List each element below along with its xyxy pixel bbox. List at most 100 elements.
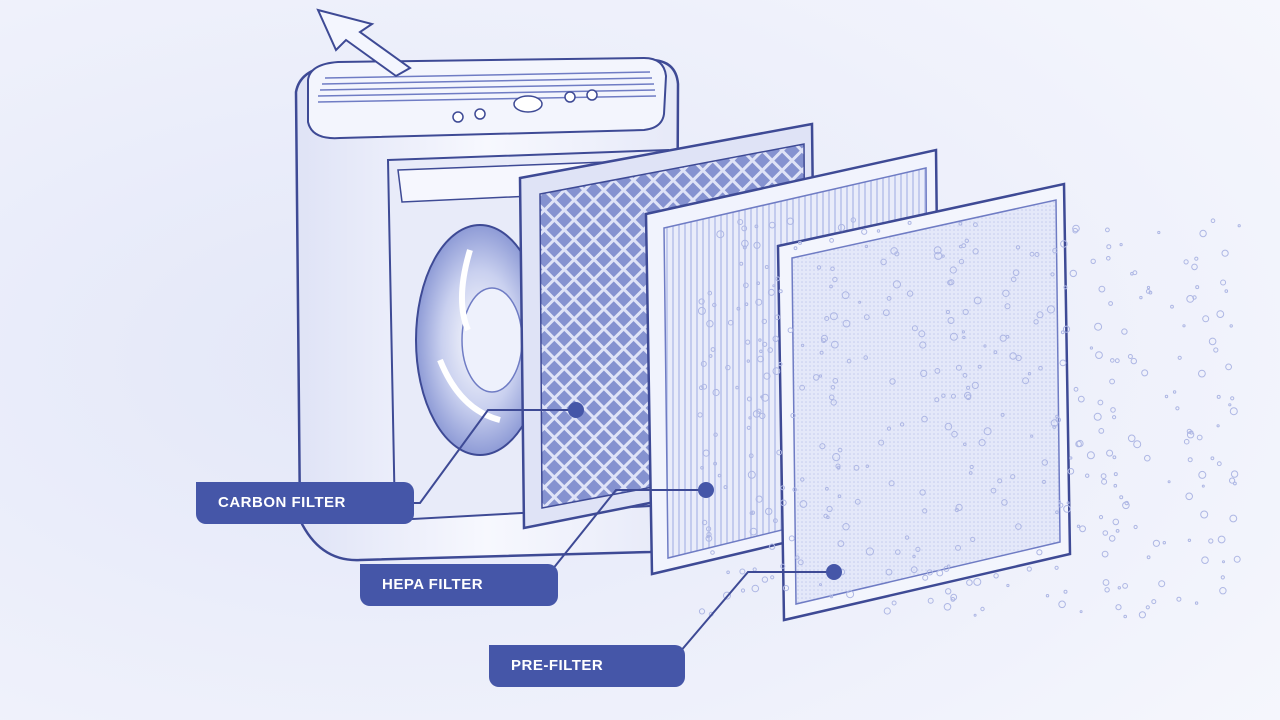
dust-particle (1106, 256, 1111, 261)
dust-particle (706, 526, 712, 532)
dust-particle (1077, 395, 1085, 403)
dust-particle (949, 266, 957, 274)
dust-particle (746, 425, 751, 430)
dust-particle (1052, 424, 1057, 429)
dust-particle (770, 575, 775, 580)
dust-particle (835, 463, 841, 469)
dust-particle (1073, 386, 1079, 392)
dust-particle (798, 240, 802, 245)
dust-particle (1187, 457, 1193, 463)
dust-particle (1119, 243, 1123, 247)
dust-particle (701, 519, 708, 526)
dust-particle (778, 289, 783, 294)
dust-particle (1055, 510, 1059, 515)
dust-particle (837, 223, 846, 232)
dust-particle (832, 453, 841, 462)
dust-particle (1213, 347, 1219, 353)
dust-particle (1036, 549, 1043, 556)
dust-particle (983, 427, 992, 436)
dust-particle (944, 422, 953, 431)
dust-particle (1117, 586, 1122, 590)
dust-particle (1216, 424, 1220, 428)
dust-particle (980, 606, 985, 612)
dust-particle (968, 471, 973, 475)
dust-particle (918, 330, 926, 338)
dust-particle (882, 309, 890, 317)
dust-particle (800, 477, 805, 482)
dust-particle (1089, 346, 1094, 350)
dust-particle (977, 364, 982, 369)
dust-particle (753, 241, 761, 249)
dust-particle (748, 416, 752, 420)
dust-particle (864, 244, 869, 249)
dust-particle (1113, 483, 1118, 488)
dust-particle (858, 300, 862, 304)
dust-particle (922, 574, 929, 581)
dust-particle (754, 224, 759, 229)
dust-particle (746, 396, 752, 402)
dust-particle (966, 579, 973, 586)
dust-particle (739, 261, 744, 266)
dust-particle (765, 507, 773, 516)
dust-particle (1106, 449, 1114, 457)
dust-particle (1054, 565, 1059, 570)
dust-particle (1038, 365, 1043, 371)
dust-particle (1079, 610, 1083, 614)
dust-particle (823, 513, 829, 519)
dust-particle (1034, 252, 1040, 257)
dust-particle (1201, 484, 1205, 488)
dust-particle (1059, 359, 1067, 367)
dust-particle (1102, 579, 1110, 586)
dust-particle (1004, 303, 1011, 310)
dust-particle (774, 314, 781, 321)
pre-marker-dot (826, 564, 842, 580)
dust-particle (1183, 259, 1189, 265)
dust-particle (723, 591, 731, 600)
dust-particle (950, 393, 956, 399)
dust-particle (1104, 587, 1110, 593)
dust-particle (1130, 357, 1138, 365)
dust-particle (993, 573, 999, 579)
dust-particle (1101, 550, 1109, 558)
dust-particle (1030, 434, 1034, 438)
dust-particle (782, 585, 790, 592)
dust-particle (889, 378, 896, 385)
dust-particle (969, 464, 974, 470)
dust-particle (705, 535, 713, 542)
dust-particle (787, 327, 794, 334)
dust-particle (934, 397, 940, 403)
dust-particle (1095, 351, 1103, 360)
dust-particle (842, 523, 850, 531)
dust-particle (780, 499, 787, 507)
dust-particle (697, 412, 703, 418)
dust-particle (1072, 227, 1078, 234)
dust-particle (1076, 524, 1081, 528)
dust-particle (762, 341, 768, 347)
dust-particle (1000, 412, 1005, 417)
dust-particle (819, 443, 826, 450)
dust-particle (780, 485, 785, 491)
dust-particle (945, 309, 951, 315)
control-button-icon (564, 91, 576, 103)
dust-particle (966, 385, 971, 390)
dust-particle (761, 318, 767, 325)
dust-particle (716, 230, 725, 239)
dust-particle (820, 334, 829, 342)
dust-particle (1112, 518, 1120, 526)
dust-particle (962, 308, 969, 316)
dust-particle (702, 449, 710, 457)
dust-particle (698, 298, 705, 305)
dust-particle (993, 350, 998, 355)
dust-particle (1195, 285, 1200, 290)
dust-particle (1122, 583, 1128, 589)
dust-particle (1002, 289, 1010, 297)
dust-particle (741, 225, 748, 232)
dust-particle (1237, 224, 1241, 228)
dust-particle (819, 583, 822, 587)
dust-particle (824, 316, 830, 321)
dust-particle (983, 344, 987, 348)
dust-particle (1158, 580, 1166, 588)
carbon-filter-label: CARBON FILTER (196, 482, 414, 524)
dust-particle (1219, 587, 1227, 595)
dust-particle (1122, 501, 1130, 510)
